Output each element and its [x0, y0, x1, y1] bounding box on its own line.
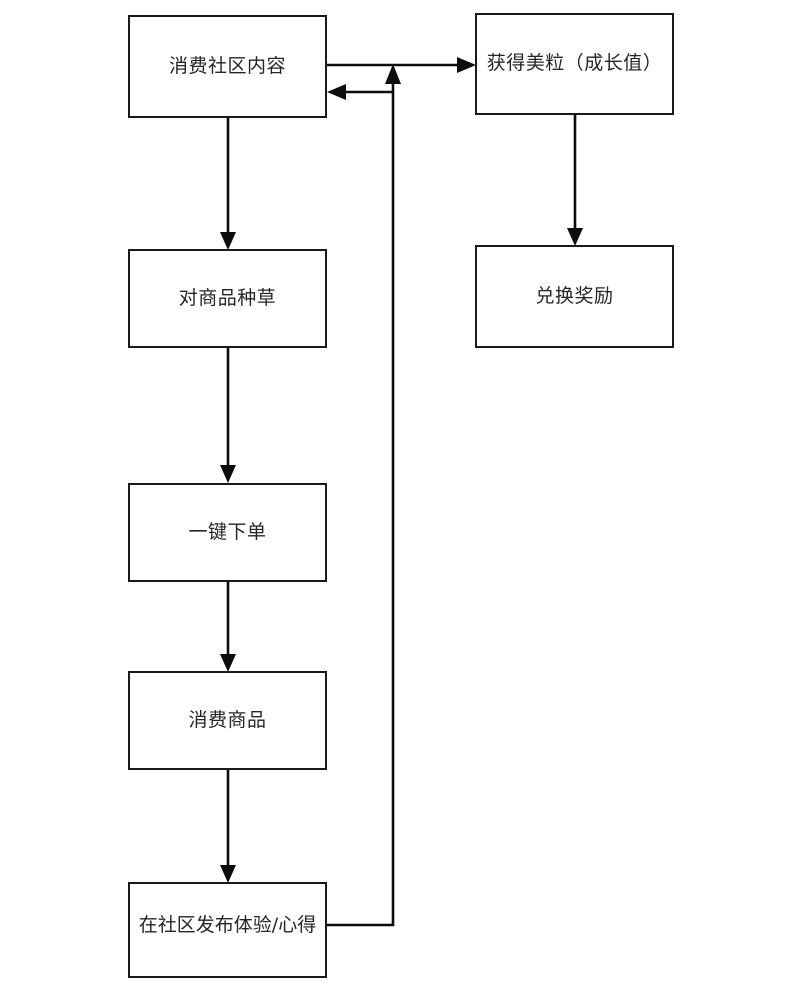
node-label: 对商品种草 — [178, 286, 277, 309]
node-post-experience-in-community[interactable]: 在社区发布体验/心得 — [128, 882, 327, 978]
node-label: 获得美粒（成长值） — [486, 52, 663, 75]
node-product-interest[interactable]: 对商品种草 — [128, 249, 327, 348]
edge-earn-to-redeem — [567, 115, 583, 246]
edge-interest-to-order — [220, 348, 236, 483]
edge-post-to-earn-path — [327, 64, 401, 927]
node-redeem-rewards[interactable]: 兑换奖励 — [475, 245, 674, 348]
node-label: 消费商品 — [188, 708, 267, 731]
node-one-click-order[interactable]: 一键下单 — [128, 483, 327, 582]
edge-post-to-content — [327, 84, 393, 100]
node-label: 在社区发布体验/心得 — [138, 914, 317, 937]
edge-content-to-interest — [220, 118, 236, 250]
edge-order-to-consume — [220, 582, 236, 672]
node-consume-community-content[interactable]: 消费社区内容 — [128, 15, 327, 118]
node-label: 一键下单 — [188, 520, 267, 543]
node-earn-meili-growth-value[interactable]: 获得美粒（成长值） — [475, 13, 674, 115]
node-consume-product[interactable]: 消费商品 — [128, 671, 327, 770]
node-label: 兑换奖励 — [535, 284, 614, 307]
edge-content-to-earn — [327, 57, 476, 73]
edge-consume-to-post — [220, 770, 236, 883]
node-label: 消费社区内容 — [168, 54, 286, 77]
